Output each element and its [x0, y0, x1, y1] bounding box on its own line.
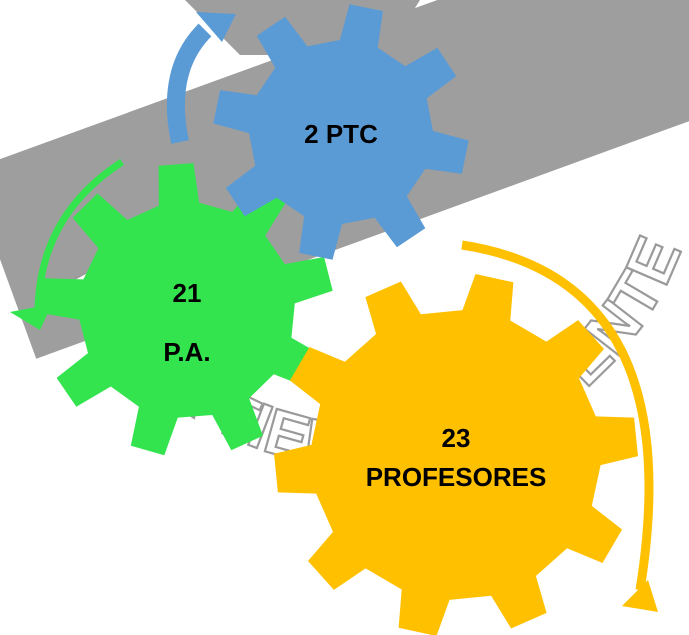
ptc-arrow-head — [196, 12, 236, 42]
pa-arrow — [34, 159, 124, 311]
profesores-label: PROFESORES — [366, 462, 547, 492]
gear-profesores-hub — [315, 314, 597, 596]
gear-pa-hub — [83, 206, 291, 414]
ptc-arrow — [166, 23, 212, 144]
profesores-count: 23 — [442, 423, 471, 453]
gear-pa — [40, 163, 333, 456]
ptc-label: 2 PTC — [304, 119, 378, 149]
gear-profesores — [274, 274, 638, 635]
gear-ptc — [213, 4, 469, 260]
pa-count: 21 — [173, 278, 202, 308]
gear-ptc-hub — [253, 44, 429, 220]
pa-label: P.A. — [163, 337, 210, 367]
profesores-arrow — [461, 240, 654, 591]
profesores-arrow-head — [622, 580, 658, 612]
